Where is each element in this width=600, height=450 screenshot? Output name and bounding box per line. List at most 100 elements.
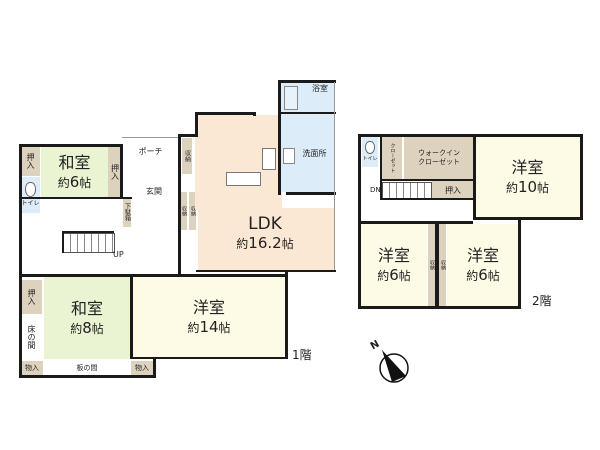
yoshitsu-10-name: 洋室 — [511, 157, 544, 177]
shuno-top: 収納 — [182, 138, 192, 174]
washitsu-6: 和室 約6帖 — [41, 146, 108, 198]
toilet-1f-label: トイレ — [21, 200, 40, 207]
wall — [580, 134, 583, 220]
toilet-icon — [25, 182, 36, 197]
walk-in-closet-line2: クローゼット — [418, 158, 460, 166]
wall — [62, 231, 114, 233]
monoire-left-label: 物入 — [25, 363, 39, 372]
wall — [285, 272, 288, 359]
kitchen-counter — [226, 172, 261, 186]
shuno-2f-b-label: 収納 — [440, 260, 446, 270]
compass: N — [368, 339, 412, 384]
oshiire-right-label: 押入 — [110, 164, 120, 180]
porch: ポーチ — [122, 137, 180, 165]
toilet-2f-label: トイレ — [362, 155, 378, 162]
monoire-right: 物入 — [131, 361, 153, 375]
shuno-mid-2-label: 収納 — [190, 206, 196, 216]
oshiire-2f-label: 押入 — [445, 185, 461, 195]
wall — [178, 134, 198, 137]
yoshitsu-6b-size: 約6帖 — [466, 265, 500, 284]
bath-label: 浴室 — [312, 84, 328, 93]
floor-1-label: 1階 — [292, 348, 312, 362]
washitsu-8: 和室 約8帖 — [44, 277, 130, 359]
wall — [178, 134, 181, 274]
wall — [435, 222, 439, 308]
washitsu-6-size: 約6帖 — [57, 172, 92, 191]
entrance-label: 玄関 — [146, 186, 162, 196]
stairs-down-label: DN — [370, 186, 381, 194]
floor-2-label: 2階 — [532, 294, 552, 308]
yoshitsu-10-size: 約10帖 — [505, 177, 550, 196]
oshiire-2f: 押入 — [432, 181, 474, 199]
washitsu-6-name: 和室 — [58, 152, 91, 172]
north-arrow-icon — [379, 350, 409, 383]
wall — [130, 274, 133, 358]
closet: クローゼット — [382, 137, 402, 179]
porch-label: ポーチ — [138, 147, 163, 156]
yoshitsu-6b-name: 洋室 — [466, 245, 499, 265]
shuno-2f-b: 収納 — [439, 224, 446, 306]
walk-in-closet-line1: ウォークイン — [418, 149, 460, 157]
walk-in-closet: ウォークイン クローゼット — [404, 137, 474, 179]
wall — [473, 217, 583, 220]
ldk-area-bottom — [198, 208, 334, 272]
shuno-top-label: 収納 — [183, 150, 191, 162]
stove — [262, 148, 276, 170]
yoshitsu-14: 洋室 約14帖 — [133, 277, 285, 358]
wall — [473, 134, 476, 218]
wall — [380, 179, 475, 181]
wall — [358, 221, 473, 224]
oshiire-right: 押入 — [108, 146, 122, 198]
washitsu-8-name: 和室 — [70, 298, 103, 318]
yoshitsu-10: 洋室 約10帖 — [475, 137, 580, 217]
wall — [278, 80, 281, 195]
wall — [120, 144, 123, 199]
shuno-mid-1-label: 収納 — [181, 206, 187, 216]
shuno-mid-2: 収納 — [189, 192, 196, 230]
toilet-icon — [365, 140, 375, 154]
wall — [130, 357, 287, 359]
stairs-1f — [63, 233, 115, 253]
wall — [196, 270, 336, 272]
wall — [195, 114, 198, 137]
shoe-cabinet: 下駄箱 — [123, 197, 131, 227]
wall-thin — [334, 82, 335, 272]
wall — [19, 144, 123, 147]
yoshitsu-14-name: 洋室 — [192, 298, 225, 317]
yoshitsu-6a-name: 洋室 — [377, 245, 410, 265]
oshiire-top-left-label: 押入 — [26, 153, 35, 169]
shuno-2f-a-label: 収納 — [429, 260, 435, 270]
wall — [19, 197, 132, 199]
entrance: 玄関 — [130, 166, 178, 216]
wall — [358, 306, 521, 309]
oshiire-bottom: 押入 — [21, 280, 42, 314]
wall — [19, 144, 22, 377]
washitsu-8-size: 約8帖 — [70, 318, 104, 337]
itanoma-label: 板の間 — [76, 363, 98, 372]
wall — [278, 112, 336, 114]
closet-label: クローゼット — [389, 143, 396, 173]
stairs-up-label: UP — [113, 250, 124, 259]
itanoma: 板の間 — [45, 361, 129, 375]
toilet-1f: トイレ — [21, 177, 40, 213]
wall — [19, 375, 155, 378]
oshiire-top-left: 押入 — [21, 146, 40, 176]
yoshitsu-6b: 洋室 約6帖 — [447, 224, 519, 306]
washbasin — [283, 148, 295, 164]
yoshitsu-14-size: 約14帖 — [187, 318, 231, 336]
wall — [278, 80, 336, 83]
wall — [518, 218, 521, 308]
washroom-label: 洗面所 — [302, 148, 327, 158]
wall — [195, 112, 255, 115]
monoire-right-label: 物入 — [135, 363, 149, 372]
ldk-size: 約16.2帖 — [236, 233, 294, 252]
wall — [153, 358, 156, 378]
ldk-name: LDK — [248, 213, 282, 234]
ldk: LDK 約16.2帖 — [210, 208, 320, 258]
shuno-2f-a: 収納 — [428, 224, 435, 306]
wall — [19, 274, 287, 277]
wall — [62, 231, 64, 253]
yoshitsu-6a: 洋室 約6帖 — [361, 224, 427, 306]
wall — [358, 134, 583, 137]
tokonoma: 床の間 — [21, 317, 42, 357]
